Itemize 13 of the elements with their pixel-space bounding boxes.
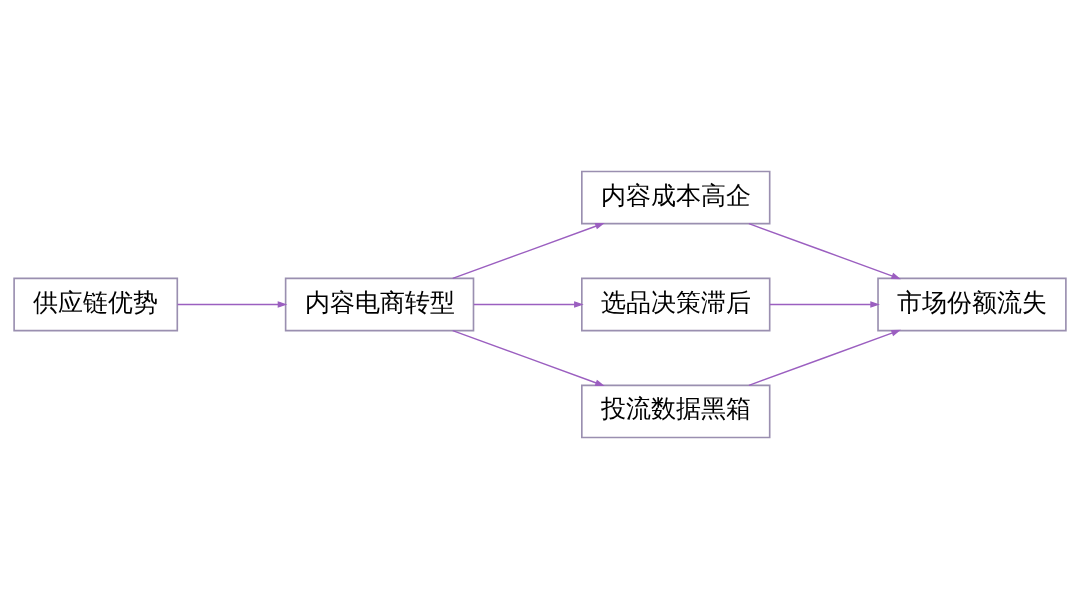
node-box: 内容电商转型	[284, 277, 475, 331]
node-box: 投流数据黑箱	[581, 384, 771, 438]
node-box: 选品决策滞后	[581, 277, 771, 331]
arrow	[473, 300, 584, 308]
arrow	[176, 300, 288, 308]
arrow	[748, 329, 901, 386]
node-box: 市场份额流失	[877, 277, 1067, 331]
arrow	[748, 222, 901, 279]
arrow	[452, 329, 605, 386]
arrow	[452, 222, 605, 279]
node-box: 供应链优势	[13, 277, 179, 331]
node-box: 内容成本高企	[581, 170, 771, 224]
arrow	[769, 300, 880, 308]
